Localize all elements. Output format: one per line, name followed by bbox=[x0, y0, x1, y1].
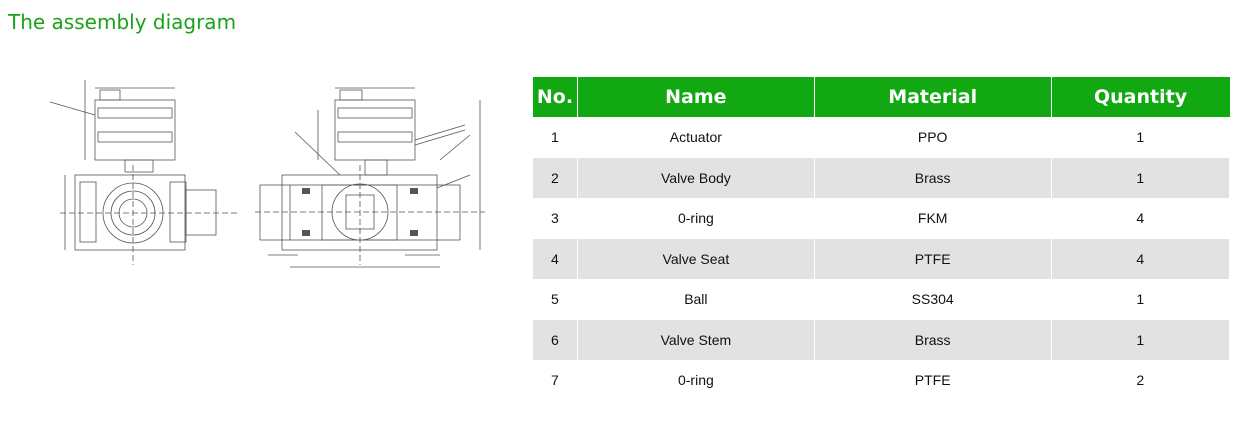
table-row: 7 0-ring PTFE 2 bbox=[533, 360, 1231, 401]
cell-quantity: 4 bbox=[1051, 238, 1231, 279]
cell-material: Brass bbox=[814, 319, 1052, 360]
cell-material: Brass bbox=[814, 157, 1052, 198]
cell-name: Valve Stem bbox=[577, 319, 815, 360]
cell-name: Ball bbox=[577, 279, 815, 320]
cell-name: Valve Body bbox=[577, 157, 815, 198]
cell-name: Valve Seat bbox=[577, 238, 815, 279]
header-name: Name bbox=[577, 77, 815, 117]
cell-quantity: 1 bbox=[1051, 319, 1231, 360]
table-row: 3 0-ring FKM 4 bbox=[533, 198, 1231, 239]
page-title: The assembly diagram bbox=[8, 10, 237, 34]
cell-no: 2 bbox=[533, 157, 578, 198]
table-header-row: No. Name Material Quantity bbox=[533, 77, 1230, 117]
cell-no: 6 bbox=[533, 319, 578, 360]
cell-material: PTFE bbox=[814, 360, 1052, 401]
table-row: 1 Actuator PPO 1 bbox=[533, 117, 1231, 158]
table-row: 2 Valve Body Brass 1 bbox=[533, 157, 1231, 198]
cell-material: PTFE bbox=[814, 238, 1052, 279]
cell-quantity: 1 bbox=[1051, 117, 1231, 158]
cell-material: PPO bbox=[814, 117, 1052, 158]
assembly-drawing bbox=[49, 80, 485, 268]
cell-no: 3 bbox=[533, 198, 578, 239]
cell-quantity: 4 bbox=[1051, 198, 1231, 239]
cell-quantity: 2 bbox=[1051, 360, 1231, 401]
table-row: 6 Valve Stem Brass 1 bbox=[533, 319, 1231, 360]
header-no: No. bbox=[533, 77, 578, 117]
parts-table: No. Name Material Quantity 1 Actuator PP… bbox=[533, 77, 1231, 401]
cell-material: SS304 bbox=[814, 279, 1052, 320]
header-material: Material bbox=[814, 77, 1052, 117]
table-row: 4 Valve Seat PTFE 4 bbox=[533, 238, 1231, 279]
header-quantity: Quantity bbox=[1051, 77, 1230, 117]
cell-name: Actuator bbox=[577, 117, 815, 158]
cell-material: FKM bbox=[814, 198, 1052, 239]
table-row: 5 Ball SS304 1 bbox=[533, 279, 1231, 320]
cell-quantity: 1 bbox=[1051, 279, 1231, 320]
cell-no: 4 bbox=[533, 238, 578, 279]
cell-no: 7 bbox=[533, 360, 578, 401]
cell-name: 0-ring bbox=[577, 198, 815, 239]
cell-quantity: 1 bbox=[1051, 157, 1231, 198]
cell-no: 1 bbox=[533, 117, 578, 158]
cell-no: 5 bbox=[533, 279, 578, 320]
cell-name: 0-ring bbox=[577, 360, 815, 401]
